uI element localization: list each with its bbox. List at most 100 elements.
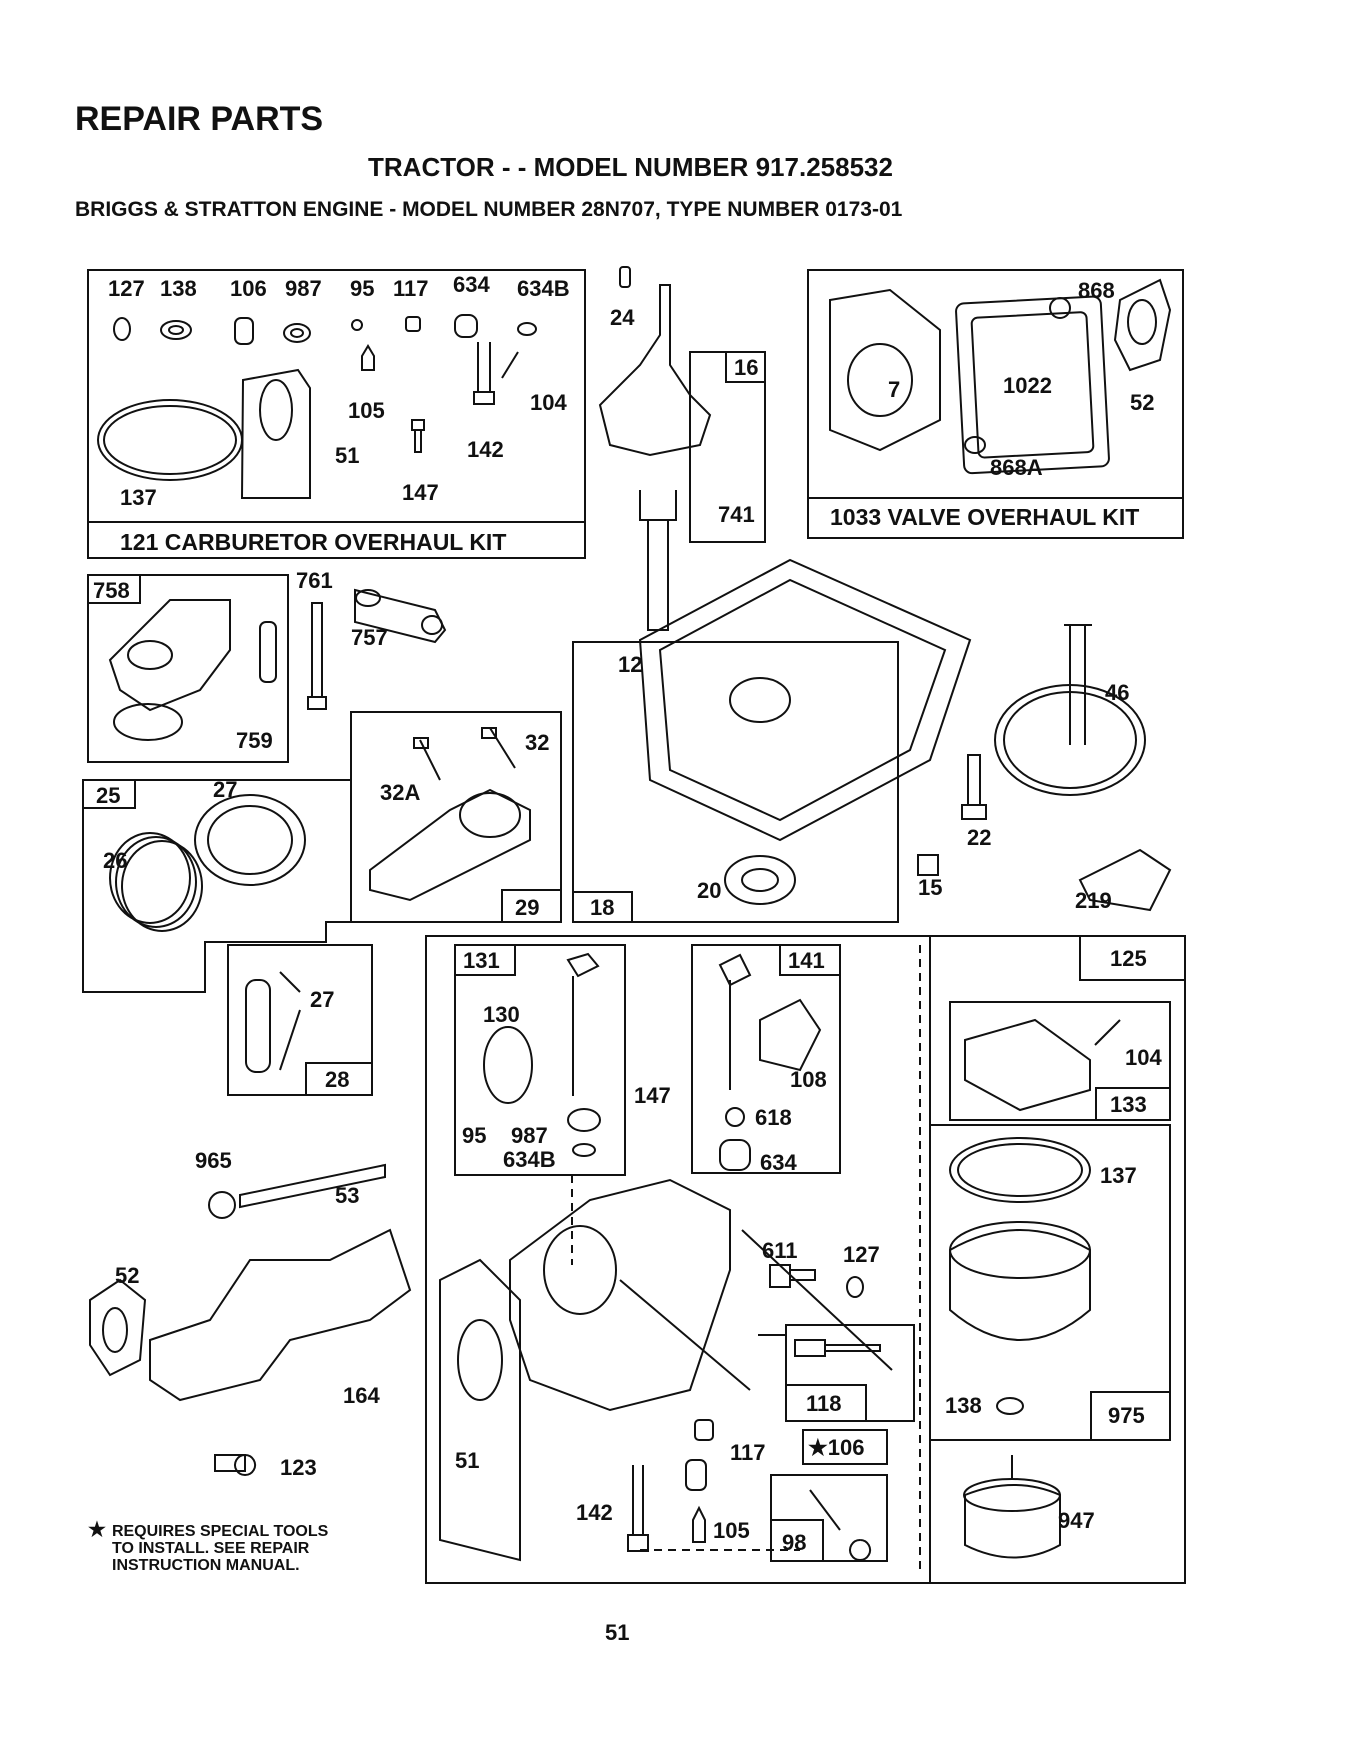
label-46: 46: [1105, 680, 1129, 705]
label-137-bowl: 137: [1100, 1163, 1137, 1188]
label-95: 95: [350, 276, 374, 301]
label-142-carb: 142: [576, 1500, 613, 1525]
box-125-frame: [929, 935, 1186, 1584]
label-32: 32: [525, 730, 549, 755]
part-22-bolt: [961, 754, 987, 820]
part-147-screw: [411, 419, 425, 453]
box-label-975: 975: [1108, 1403, 1145, 1428]
label-1022: 1022: [1003, 373, 1052, 398]
part-95-screw: [351, 319, 363, 331]
label-634: 634: [453, 272, 490, 297]
box-label-25: 25: [96, 783, 120, 808]
label-130: 130: [483, 1002, 520, 1027]
label-634B-throttle: 634B: [503, 1147, 556, 1172]
part-24-key: [619, 266, 631, 288]
box-label-141: 141: [788, 948, 825, 973]
note-line-1: REQUIRES SPECIAL TOOLS: [111, 1523, 329, 1540]
part-757-link: [354, 588, 447, 644]
box-131-frame: [454, 944, 626, 1176]
box-label-18: 18: [590, 895, 614, 920]
part-127-washer: [113, 317, 131, 341]
part-118-idle-screw: [794, 1339, 881, 1357]
part-138b-seal: [996, 1397, 1024, 1415]
label-138: 138: [160, 276, 197, 301]
carburetor-main-frame: [425, 935, 1186, 1584]
part-1022-gasket: [955, 295, 1110, 475]
valve-kit-frame: [807, 269, 1184, 539]
page-title: REPAIR PARTS: [75, 100, 324, 138]
part-987-spacer: [283, 323, 311, 343]
label-26: 26: [103, 848, 127, 873]
part-104b-pin: [1094, 1019, 1121, 1046]
part-12-cylinder-block: [638, 558, 972, 842]
part-105b-needle: [692, 1505, 706, 1543]
part-611-fitting: [769, 1264, 816, 1288]
carburetor-kit-frame: [87, 269, 586, 559]
part-634Bb-washer: [572, 1143, 596, 1157]
part-130-throttle-plate: [483, 1026, 533, 1104]
part-141-choke-shaft: [718, 953, 752, 1090]
label-24: 24: [610, 305, 635, 330]
part-987b-spacer: [567, 1108, 601, 1132]
label-147: 147: [402, 480, 439, 505]
label-127-carb: 127: [843, 1242, 880, 1267]
crankshaft: [598, 284, 712, 457]
part-20-seal: [724, 855, 796, 905]
label-105-carb: 105: [713, 1518, 750, 1543]
part-7-cylinder-gasket: [829, 288, 941, 452]
box-18-frame: [572, 641, 899, 923]
box-label-28: 28: [325, 1067, 349, 1092]
part-52-gasket-a: [1113, 278, 1172, 372]
part-32-bolt: [481, 727, 516, 769]
label-27-clip: 27: [213, 777, 237, 802]
label-634B: 634B: [517, 276, 570, 301]
label-868: 868: [1078, 278, 1115, 303]
label-53: 53: [335, 1183, 359, 1208]
part-138-seal: [160, 320, 192, 340]
label-95-throttle: 95: [462, 1123, 486, 1148]
label-759: 759: [236, 728, 273, 753]
note-line-2: TO INSTALL. SEE REPAIR: [112, 1540, 310, 1557]
box-label-29: 29: [515, 895, 539, 920]
label-947: 947: [1058, 1508, 1095, 1533]
box-label-133: 133: [1110, 1092, 1147, 1117]
part-106b-seat: [685, 1459, 707, 1491]
label-987: 987: [285, 276, 322, 301]
part-26-rings: [109, 832, 191, 924]
label-761: 761: [296, 568, 333, 593]
part-51-gasket: [240, 368, 311, 499]
label-20: 20: [697, 878, 721, 903]
label-52-gasket: 52: [1130, 390, 1154, 415]
label-117-carb: 117: [730, 1440, 766, 1465]
label-15: 15: [918, 875, 942, 900]
label-123: 123: [280, 1455, 317, 1480]
kit-label-carburetor: 121 CARBURETOR OVERHAUL KIT: [120, 529, 506, 555]
box-141-frame: [691, 944, 841, 1174]
part-51b-gasket: [439, 1258, 521, 1562]
label-741: 741: [718, 502, 755, 527]
label-51-carb: 51: [455, 1448, 479, 1473]
part-46-camshaft: [1064, 624, 1092, 745]
star-icon: ★: [88, 1519, 106, 1541]
carburetor-body: [509, 1178, 731, 1412]
part-975-float-bowl: [949, 1229, 1091, 1341]
part-52b-gasket: [89, 1278, 147, 1377]
box-label-758: 758: [93, 578, 130, 603]
label-7: 7: [888, 377, 900, 402]
part-618-spring: [725, 1107, 745, 1127]
part-965-nut: [208, 1191, 236, 1219]
part-29-rod: [369, 788, 531, 902]
part-634-cup: [454, 314, 478, 338]
label-104-float: 104: [1125, 1045, 1162, 1070]
box-975-frame: [929, 1124, 1171, 1441]
label-618: 618: [755, 1105, 792, 1130]
part-142b-jet: [627, 1465, 649, 1552]
part-32A-bolt: [413, 737, 441, 781]
label-611: 611: [762, 1238, 798, 1263]
box-28-frame: [227, 944, 373, 1096]
box-758-frame: [87, 574, 289, 763]
part-53-tube: [239, 1163, 386, 1209]
label-987-throttle: 987: [511, 1123, 548, 1148]
box-label-16: 16: [734, 355, 758, 380]
part-117b-spring: [694, 1419, 714, 1441]
